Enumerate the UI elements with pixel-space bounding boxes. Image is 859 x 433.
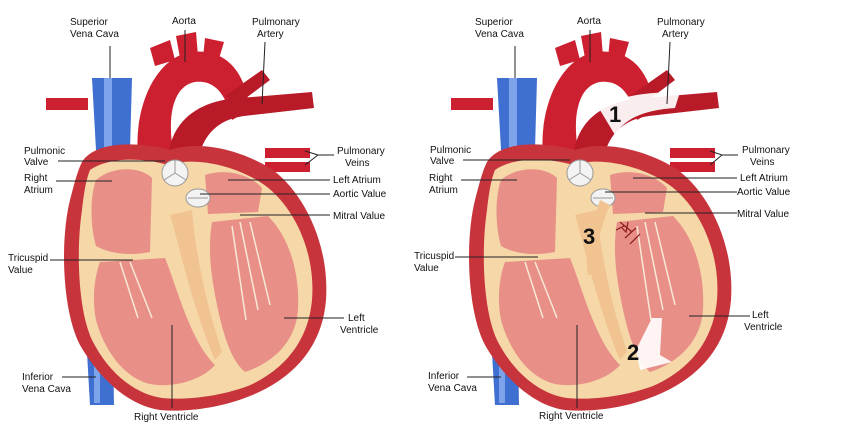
left-tricuspid-value-label: Tricuspid Value [8, 253, 51, 276]
right-right-atrium-label: Right Atrium [429, 173, 458, 196]
right-superior-vena-cava-label: Superior Vena Cava [475, 17, 524, 40]
left-heart-illustration [45, 31, 328, 412]
left-mitral-value-label: Mitral Value [333, 211, 385, 222]
left-right-ventricle-label: Right Ventricle [134, 412, 199, 423]
marker-3: 3 [583, 224, 595, 249]
left-right-atrium-label: Right Atrium [24, 173, 53, 196]
left-superior-vena-cava-label: Superior Vena Cava [70, 17, 119, 40]
left-pulmonary-veins-label: Pulmonary Veins [337, 146, 388, 169]
right-tricuspid-value-label: Tricuspid Value [414, 251, 457, 274]
mitral-tear-marks [615, 221, 641, 245]
right-right-ventricle-label: Right Ventricle [539, 411, 604, 422]
right-left-ventricle-label: Left Ventricle [744, 310, 783, 333]
ventricle-septum-defect [636, 318, 672, 370]
left-inferior-vena-cava-label: Inferior Vena Cava [22, 372, 71, 395]
left-pulmonic-valve-label: Pulmonic Valve [24, 146, 68, 168]
right-heart-illustration [450, 31, 733, 412]
right-pulmonic-valve-label: Pulmonic Valve [430, 145, 474, 167]
right-aortic-value-label: Aortic Value [737, 187, 791, 198]
mitral-region-overlay [586, 200, 610, 275]
right-leader-lines [455, 30, 750, 408]
marker-2: 2 [627, 340, 639, 365]
right-pulmonary-veins-label: Pulmonary Veins [742, 145, 793, 168]
left-aortic-value-label: Aortic Value [333, 189, 387, 200]
left-left-ventricle-label: Left Ventricle [340, 313, 379, 336]
left-aorta-label: Aorta [172, 16, 196, 27]
left-pulmonary-artery-label: Pulmonary Artery [252, 17, 303, 40]
left-left-atrium-label: Left Atrium [333, 175, 381, 186]
right-inferior-vena-cava-label: Inferior Vena Cava [428, 371, 477, 394]
right-left-atrium-label: Left Atrium [740, 173, 788, 184]
right-aorta-label: Aorta [577, 16, 601, 27]
left-leader-lines [50, 30, 344, 408]
right-pulmonary-artery-label: Pulmonary Artery [657, 17, 708, 40]
marker-1: 1 [609, 102, 621, 127]
aorta-damage-region [600, 92, 680, 135]
right-mitral-value-label: Mitral Value [737, 209, 789, 220]
left-heart-diagram: Superior Vena Cava Aorta Pulmonary Arter… [8, 16, 388, 423]
right-heart-diagram: Superior Vena Cava Aorta Pulmonary Arter… [414, 16, 793, 422]
